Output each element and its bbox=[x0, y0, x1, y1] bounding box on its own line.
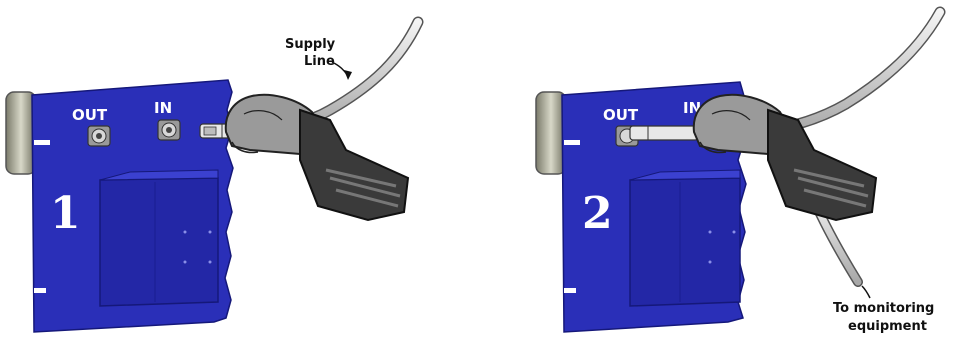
panel-tab bbox=[34, 288, 46, 293]
relay-box bbox=[100, 170, 218, 306]
monitoring-label-2: equipment bbox=[848, 319, 927, 334]
out-label: OUT bbox=[72, 106, 108, 124]
supply-line-label-1: Supply bbox=[285, 37, 336, 52]
relay-box bbox=[630, 170, 740, 306]
panel-tab bbox=[564, 288, 576, 293]
panel-step-2: OUT IN To monitoring equipment 2 bbox=[536, 12, 940, 334]
tube-connector bbox=[630, 126, 698, 140]
step-number: 2 bbox=[582, 188, 613, 239]
panel-step-1: OUT IN 1 bbox=[6, 22, 418, 332]
panel-tab bbox=[564, 140, 580, 145]
out-port[interactable] bbox=[88, 126, 110, 146]
supply-line-label-2: Line bbox=[304, 54, 335, 69]
callout-arrow bbox=[862, 286, 870, 298]
in-label: IN bbox=[154, 99, 172, 117]
in-port[interactable] bbox=[158, 120, 180, 140]
monitoring-label-1: To monitoring bbox=[833, 301, 934, 316]
step-number: 1 bbox=[50, 188, 81, 239]
panel-tab bbox=[34, 140, 50, 145]
out-label: OUT bbox=[603, 106, 639, 124]
